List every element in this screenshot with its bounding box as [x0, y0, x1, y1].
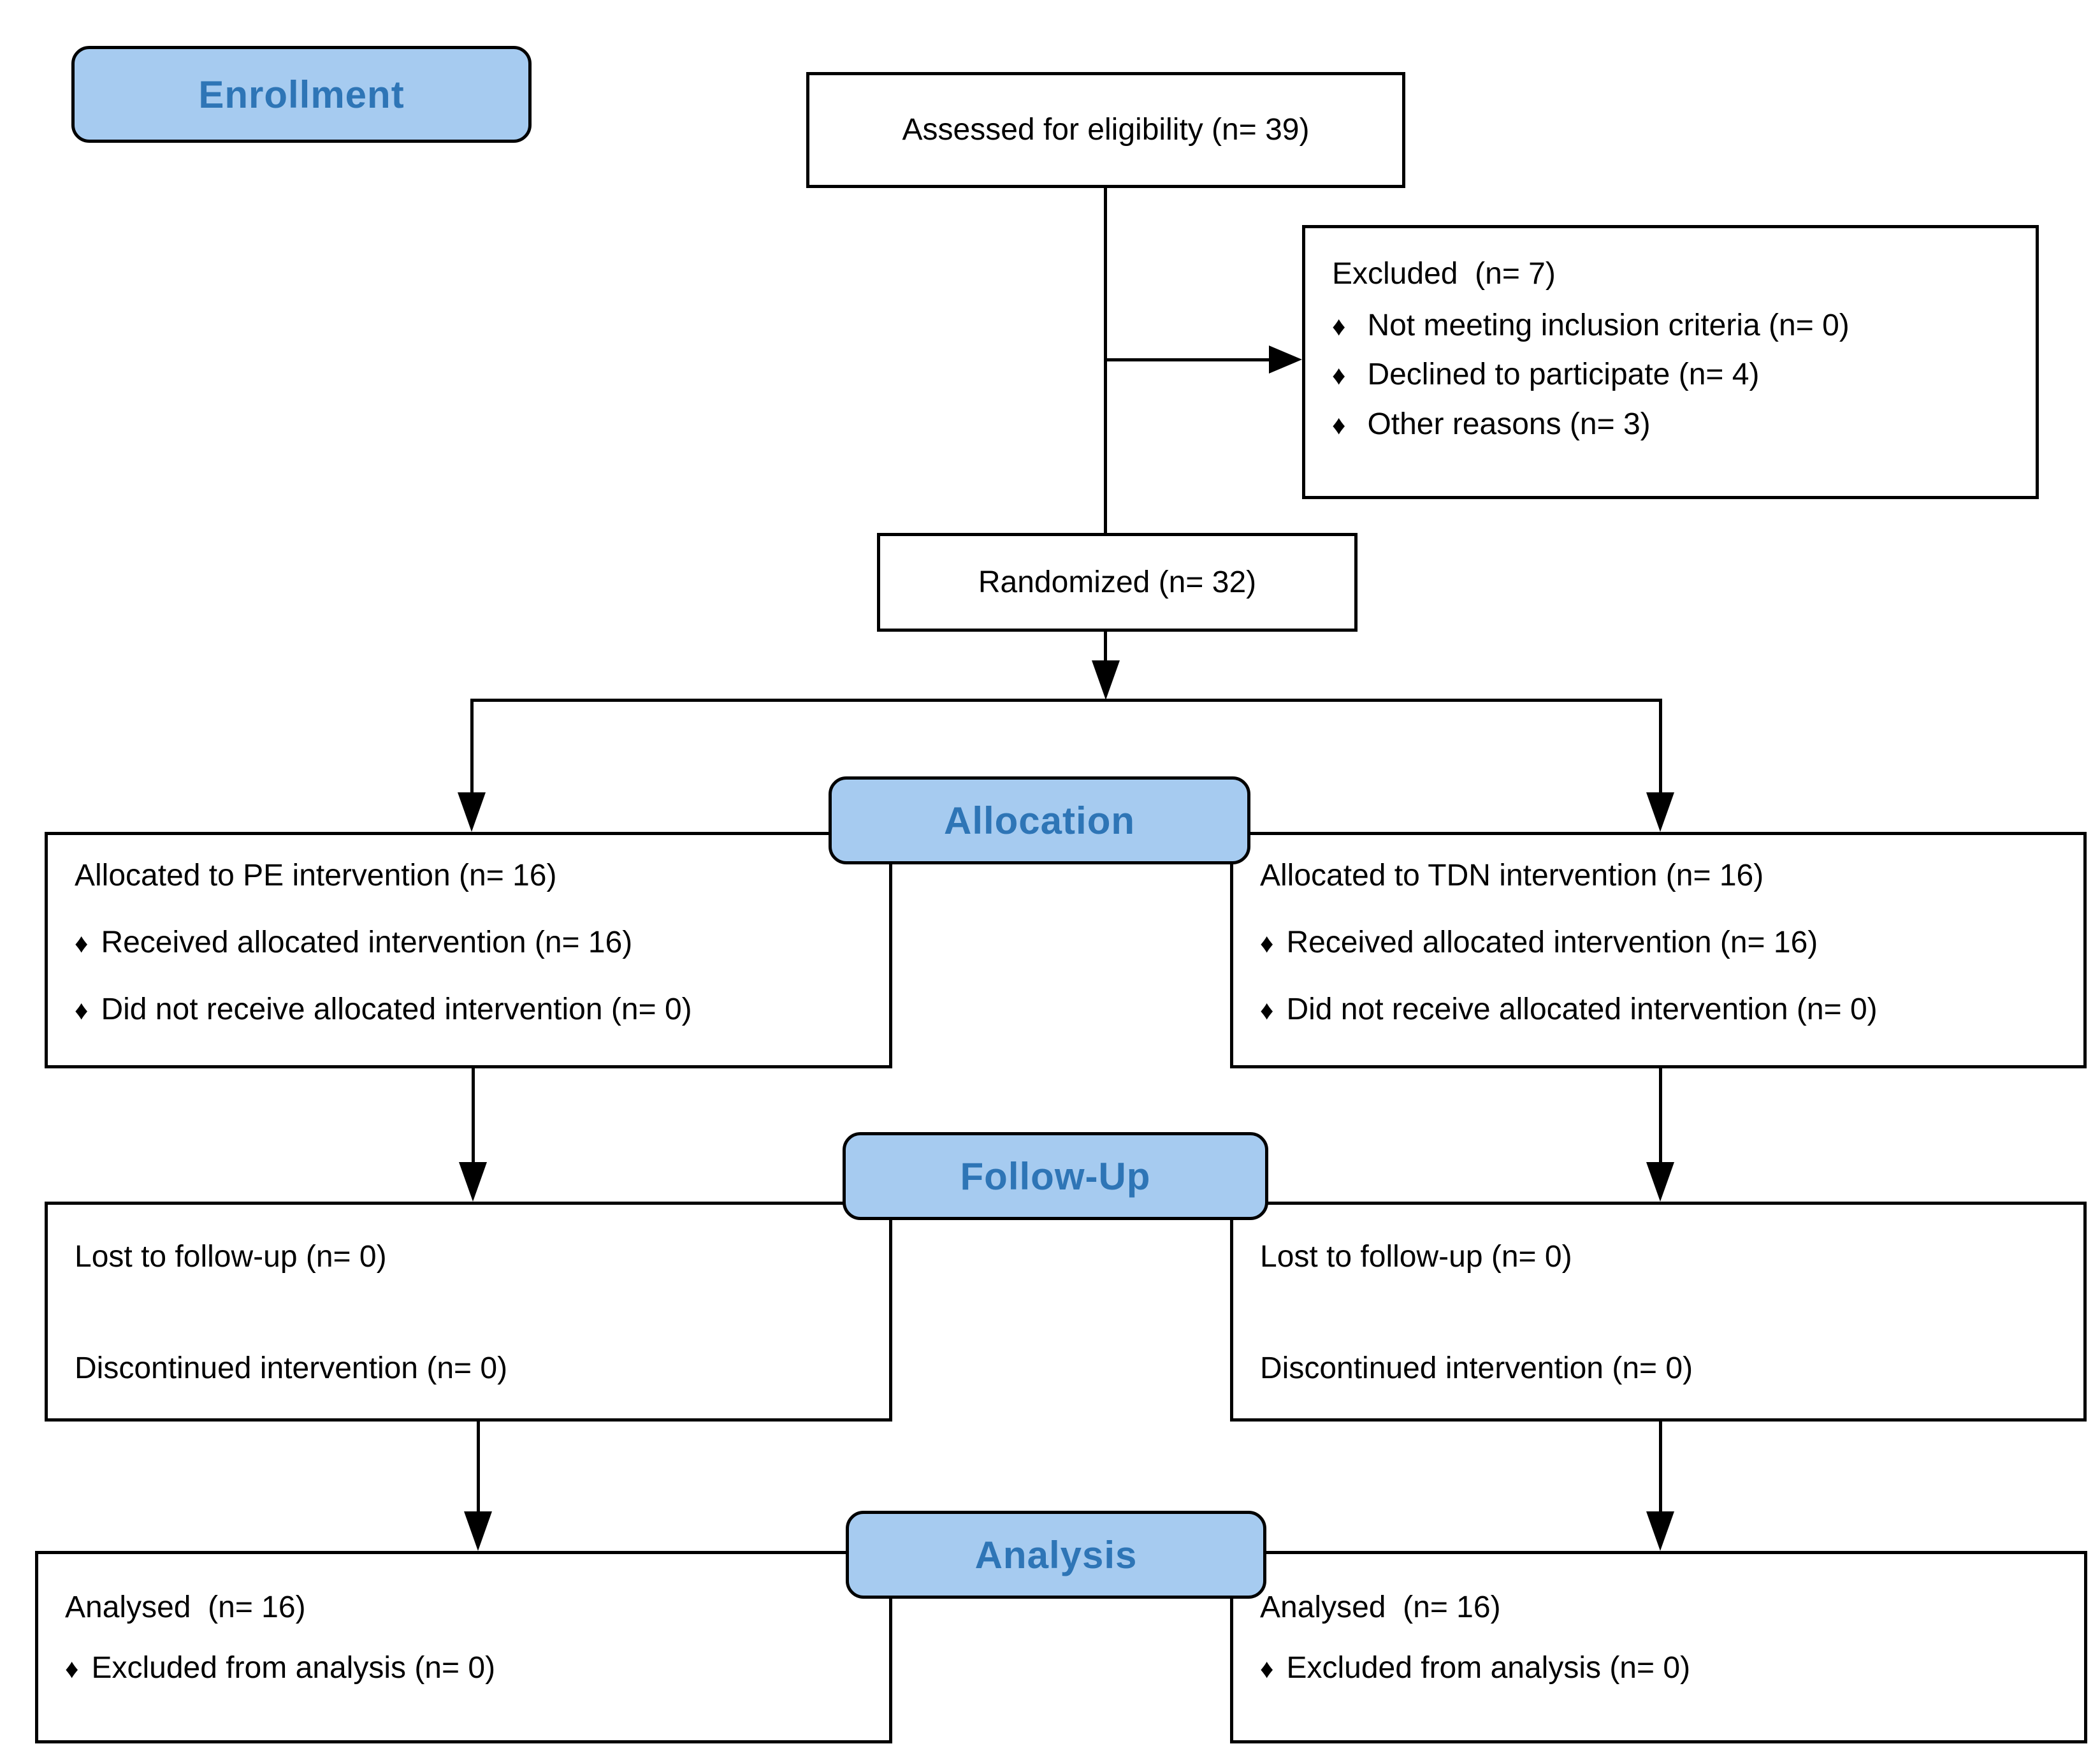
allocation-left-item: ♦ Did not receive allocated intervention…: [75, 992, 870, 1027]
connector-randomized-down: [1104, 630, 1107, 664]
connector-left-followup-to-analysis: [477, 1422, 480, 1511]
followup-left-line1: Lost to follow-up (n= 0): [75, 1240, 387, 1274]
randomized-text: Randomized (n= 32): [978, 565, 1257, 599]
analysis-left-item-text: Excluded from analysis (n= 0): [91, 1651, 496, 1685]
diamond-bullet-icon: ♦: [75, 995, 89, 1026]
randomized-box: Randomized (n= 32): [877, 533, 1358, 632]
excluded-item: ♦ Declined to participate (n= 4): [1332, 357, 2017, 392]
arrowhead-into-right-analysis: [1646, 1511, 1674, 1551]
connector-right-allocation-to-followup: [1659, 1068, 1662, 1162]
allocation-right-item-text: Received allocated intervention (n= 16): [1286, 926, 1818, 960]
allocation-right-box: Allocated to TDN intervention (n= 16) ♦ …: [1230, 832, 2087, 1068]
followup-stage-header: Follow-Up: [843, 1132, 1268, 1220]
excluded-box: Excluded (n= 7) ♦ Not meeting inclusion …: [1302, 225, 2039, 499]
allocation-right-item-text: Did not receive allocated intervention (…: [1286, 993, 1878, 1027]
allocation-left-item-text: Received allocated intervention (n= 16): [101, 926, 633, 960]
analysis-stage-label: Analysis: [974, 1533, 1138, 1576]
followup-left-line2: Discontinued intervention (n= 0): [75, 1351, 508, 1386]
diamond-bullet-icon: ♦: [1260, 995, 1274, 1026]
enrollment-stage-header: Enrollment: [71, 46, 532, 143]
diamond-bullet-icon: ♦: [75, 928, 89, 959]
analysis-stage-header: Analysis: [846, 1511, 1266, 1599]
allocation-stage-label: Allocation: [943, 799, 1135, 842]
excluded-item-text: Not meeting inclusion criteria (n= 0): [1367, 309, 1850, 343]
allocation-left-item-text: Did not receive allocated intervention (…: [101, 993, 692, 1027]
arrowhead-into-right-followup: [1646, 1162, 1674, 1202]
arrowhead-into-left-followup: [459, 1162, 487, 1202]
connector-left-allocation-to-followup: [472, 1068, 475, 1162]
analysis-right-item: ♦ Excluded from analysis (n= 0): [1260, 1650, 2065, 1685]
allocation-stage-header: Allocation: [829, 776, 1250, 864]
enrollment-stage-label: Enrollment: [198, 73, 405, 116]
connector-branch-to-excluded: [1104, 358, 1271, 361]
connector-split-to-left-allocation: [470, 699, 474, 793]
diamond-bullet-icon: ♦: [1260, 928, 1274, 959]
excluded-item: ♦ Not meeting inclusion criteria (n= 0): [1332, 308, 2017, 343]
arrowhead-randomized-split: [1092, 660, 1120, 700]
connector-right-followup-to-analysis: [1659, 1422, 1662, 1511]
analysis-left-item: ♦ Excluded from analysis (n= 0): [65, 1650, 870, 1685]
diamond-bullet-icon: ♦: [1332, 409, 1346, 440]
arrowhead-into-excluded: [1269, 345, 1302, 374]
excluded-item-text: Other reasons (n= 3): [1367, 407, 1651, 441]
allocation-left-item: ♦ Received allocated intervention (n= 16…: [75, 925, 870, 960]
allocation-right-title: Allocated to TDN intervention (n= 16): [1260, 859, 1764, 892]
arrowhead-into-left-allocation: [458, 792, 486, 832]
excluded-item-text: Declined to participate (n= 4): [1367, 358, 1760, 392]
analysis-left-box: Analysed (n= 16) ♦ Excluded from analysi…: [35, 1551, 892, 1743]
allocation-right-item: ♦ Did not receive allocated intervention…: [1260, 992, 2064, 1027]
diamond-bullet-icon: ♦: [65, 1654, 79, 1684]
excluded-item: ♦ Other reasons (n= 3): [1332, 407, 2017, 442]
assessed-box: Assessed for eligibility (n= 39): [806, 72, 1405, 188]
analysis-right-title: Analysed (n= 16): [1260, 1590, 1501, 1624]
followup-right-line2: Discontinued intervention (n= 0): [1260, 1351, 1693, 1386]
arrowhead-into-right-allocation: [1646, 792, 1674, 832]
arrowhead-into-left-analysis: [464, 1511, 492, 1551]
followup-right-box: Lost to follow-up (n= 0) Discontinued in…: [1230, 1202, 2087, 1422]
excluded-title: Excluded (n= 7): [1332, 257, 1556, 291]
assessed-text: Assessed for eligibility (n= 39): [902, 113, 1310, 147]
diamond-bullet-icon: ♦: [1332, 311, 1346, 342]
allocation-right-item: ♦ Received allocated intervention (n= 16…: [1260, 925, 2064, 960]
allocation-left-box: Allocated to PE intervention (n= 16) ♦ R…: [45, 832, 892, 1068]
analysis-left-title: Analysed (n= 16): [65, 1590, 306, 1624]
followup-left-box: Lost to follow-up (n= 0) Discontinued in…: [45, 1202, 892, 1422]
followup-stage-label: Follow-Up: [960, 1154, 1151, 1198]
followup-right-line1: Lost to follow-up (n= 0): [1260, 1240, 1572, 1274]
allocation-left-title: Allocated to PE intervention (n= 16): [75, 859, 557, 892]
diamond-bullet-icon: ♦: [1260, 1654, 1274, 1684]
connector-split-line: [470, 699, 1662, 702]
diamond-bullet-icon: ♦: [1332, 360, 1346, 391]
connector-split-to-right-allocation: [1659, 699, 1662, 793]
analysis-right-box: Analysed (n= 16) ♦ Excluded from analysi…: [1230, 1551, 2087, 1743]
analysis-right-item-text: Excluded from analysis (n= 0): [1286, 1651, 1691, 1685]
